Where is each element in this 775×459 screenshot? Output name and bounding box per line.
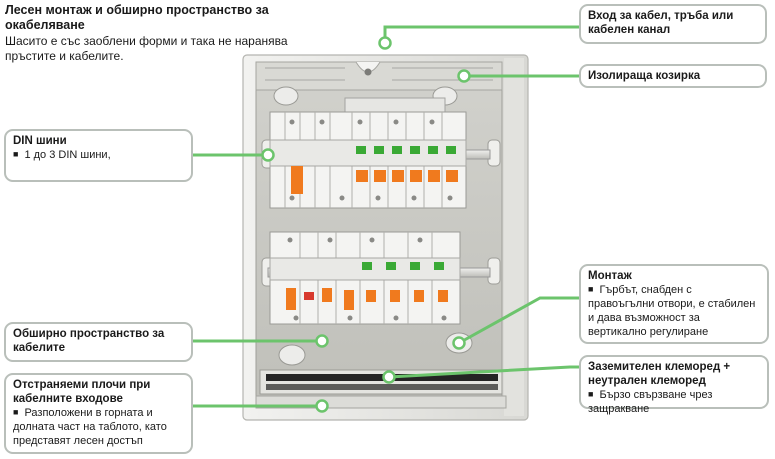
leader-markers <box>261 36 471 413</box>
callout-insulating-cover-title: Изолираща козирка <box>588 70 701 82</box>
callout-wiring-space-title: Обширно пространство за кабелите <box>13 328 165 354</box>
callout-mounting: Монтаж Гърбът, снабден с правоъгълни отв… <box>579 264 769 344</box>
terminal-block <box>255 369 507 409</box>
callout-din-rails-title: DIN шини <box>13 135 67 147</box>
upper-din-rail <box>267 97 491 209</box>
intro-title: Лесен монтаж и обширно пространство за о… <box>5 3 269 32</box>
callout-din-rails-bullet: 1 до 3 DIN шини, <box>13 148 184 162</box>
callout-mounting-bullet: Гърбът, снабден с правоъгълни отвори, е … <box>588 283 760 339</box>
callout-din-rails: DIN шини 1 до 3 DIN шини, <box>4 129 193 182</box>
callout-terminal-block-title: Заземителен клеморед + неутрален клеморе… <box>588 361 731 387</box>
callout-terminal-block-bullet: Бързо свързване чрез защракване <box>588 388 760 416</box>
callout-insulating-cover: Изолираща козирка <box>579 64 767 88</box>
callout-terminal-block: Заземителен клеморед + неутрален клеморе… <box>579 355 769 415</box>
callout-mounting-title: Монтаж <box>588 270 632 282</box>
callout-knockouts: Отстраняеми плочи при кабелните входове … <box>4 373 193 454</box>
lower-din-rail <box>267 231 491 325</box>
callout-cable-entry: Вход за кабел, тръба или кабелен канал <box>579 4 767 44</box>
callout-knockouts-bullet: Разположени в горната и долната част на … <box>13 406 184 448</box>
intro-block: Лесен монтаж и обширно пространство за о… <box>5 3 305 64</box>
callout-cable-entry-title: Вход за кабел, тръба или кабелен канал <box>588 10 734 36</box>
callout-wiring-space: Обширно пространство за кабелите <box>4 322 193 362</box>
intro-text: Шасито е със заоблени форми и така не на… <box>5 34 288 63</box>
callout-knockouts-title: Отстраняеми плочи при кабелните входове <box>13 379 151 405</box>
